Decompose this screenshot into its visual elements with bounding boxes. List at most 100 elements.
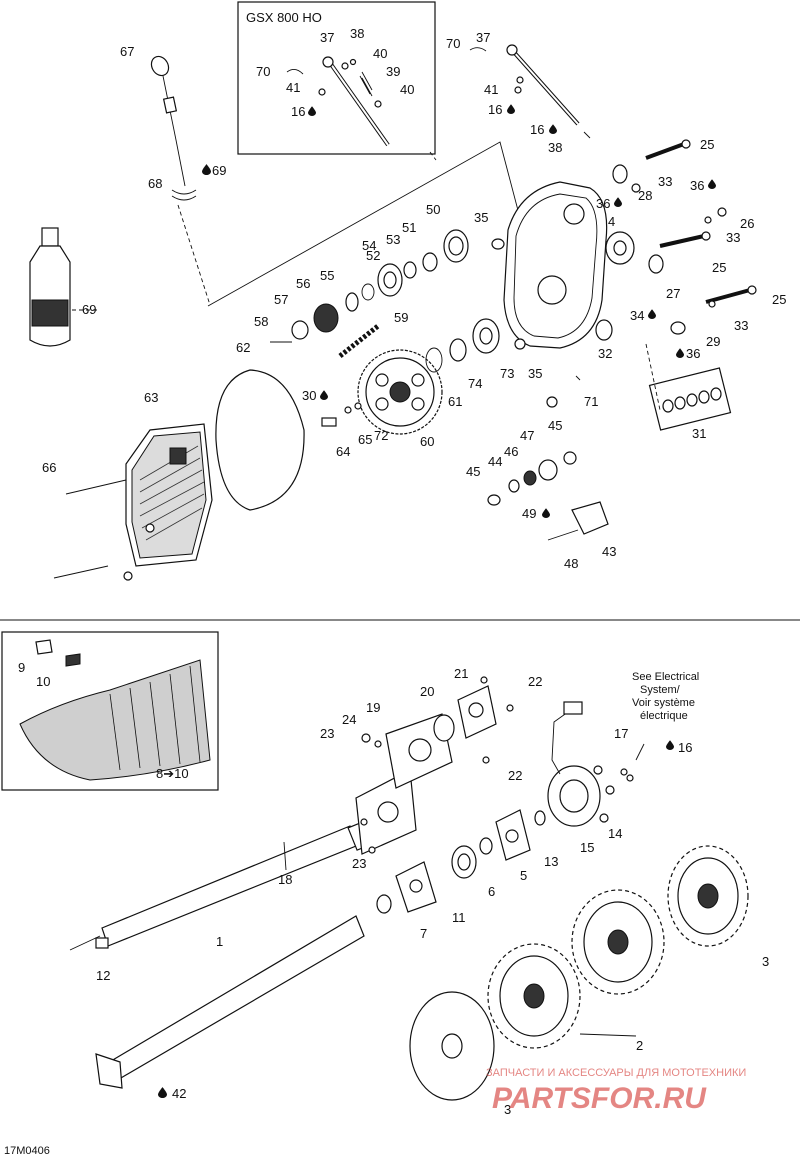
oil-drop-icon	[549, 124, 557, 134]
callout-39: 39	[386, 64, 400, 79]
callout-33: 33	[726, 230, 740, 245]
callout-25: 25	[700, 137, 714, 152]
callout-20: 20	[420, 684, 434, 699]
callout-11: 11	[452, 910, 466, 925]
callout-13: 13	[544, 854, 558, 869]
callout-70: 70	[256, 64, 270, 79]
callout-3: 3	[762, 954, 769, 969]
callout-37: 37	[476, 30, 490, 45]
callout-73: 73	[500, 366, 514, 381]
callout-15: 15	[580, 840, 594, 855]
callout-21: 21	[454, 666, 468, 681]
callout-3: 3	[504, 1102, 511, 1117]
note-electrical: Voir système	[632, 697, 695, 709]
tensioner-assembly: 45 47 46 44 45 49 43 48	[466, 418, 616, 571]
chaincase-housing: 4 32	[503, 164, 664, 361]
callout-53: 53	[386, 232, 400, 247]
lower-bearings: 7 11 6 5 13	[376, 809, 558, 941]
callout-70: 70	[446, 36, 460, 51]
callout-60: 60	[420, 434, 434, 449]
callout-67: 67	[120, 44, 134, 59]
callout-59: 59	[394, 310, 408, 325]
callout-4: 4	[608, 214, 615, 229]
oil-drop-icon	[708, 179, 716, 189]
drive-sprocket-middle	[571, 889, 665, 995]
shim-set: 31	[648, 367, 732, 441]
chaincase-cover: 63 66	[42, 390, 213, 581]
callout-33: 33	[734, 318, 748, 333]
callout-32: 32	[598, 346, 612, 361]
callout-23: 23	[320, 726, 334, 741]
callout-2: 2	[636, 1038, 643, 1053]
callout-14: 14	[608, 826, 622, 841]
gear-fasteners: 30 64 65	[302, 388, 372, 459]
drive-sprocket-right: 3	[667, 845, 769, 969]
callout-10: 10	[36, 674, 50, 689]
callout-72: 72	[374, 428, 388, 443]
callout-40: 40	[400, 82, 414, 97]
callout-9: 9	[18, 660, 25, 675]
callout-35: 35	[528, 366, 542, 381]
callout-69: 69	[82, 302, 96, 317]
callout-54: 54	[362, 238, 376, 253]
callout-37: 37	[320, 30, 334, 45]
oil-drop-icon	[676, 348, 684, 358]
note-electrical: See Electrical	[632, 671, 699, 683]
watermark: ЗАПЧАСТИ И АКСЕССУАРЫ ДЛЯ МОТОТЕХНИКИ PA…	[486, 1067, 746, 1115]
inset-track-box: 9 10 8➔10	[1, 631, 219, 791]
callout-63: 63	[144, 390, 158, 405]
callout-16: 16	[488, 102, 502, 117]
callout-45: 45	[548, 418, 562, 433]
callout-16: 16	[678, 740, 692, 755]
callout-48: 48	[564, 556, 578, 571]
callout-33: 33	[658, 174, 672, 189]
bearing-housings: 20 21 22 22 19 24 23 23	[320, 666, 542, 871]
callout-34: 34	[630, 308, 644, 323]
callout-50: 50	[426, 202, 440, 217]
callout-41: 41	[286, 80, 300, 95]
callout-12: 12	[96, 968, 110, 983]
oil-drop-icon	[614, 197, 622, 207]
callout-66: 66	[42, 460, 56, 475]
callout-65: 65	[358, 432, 372, 447]
inset-gsx-box: GSX 800 HO 37 38 40 39 40 70 41 16	[237, 1, 436, 155]
callout-46: 46	[504, 444, 518, 459]
tensioner-rod: 37 70 41 16 16 38	[446, 30, 591, 155]
dipstick-group: 67 68 69	[120, 44, 226, 306]
cover-gasket: 62	[215, 340, 305, 511]
callout-23: 23	[352, 856, 366, 871]
callout-5: 5	[520, 868, 527, 883]
chaincase-bolts: 25 25 25 33 33 33 28 26 27 29 36 36 34 3…	[596, 137, 786, 411]
speed-sensor-housing: 17 14 15 16 See Electrical System/ Voir …	[547, 671, 699, 855]
callout-7: 7	[420, 926, 427, 941]
oil-drop-icon	[308, 106, 316, 116]
callout-16: 16	[291, 104, 305, 119]
callout-18: 18	[278, 872, 292, 887]
oil-drop-icon	[158, 1087, 167, 1098]
callout-62: 62	[236, 340, 250, 355]
callout-1: 1	[216, 934, 223, 949]
note-electrical: électrique	[640, 710, 688, 722]
watermark-tagline: ЗАПЧАСТИ И АКСЕССУАРЫ ДЛЯ МОТОТЕХНИКИ	[486, 1067, 746, 1079]
callout-40: 40	[373, 46, 387, 61]
callout-17: 17	[614, 726, 628, 741]
driveshaft-18: 12 18	[69, 820, 375, 983]
callout-57: 57	[274, 292, 288, 307]
callout-41: 41	[484, 82, 498, 97]
callout-24: 24	[342, 712, 356, 727]
oil-drop-icon	[666, 740, 674, 750]
callout-22: 22	[508, 768, 522, 783]
oil-drop-icon	[202, 164, 211, 175]
callout-25: 25	[712, 260, 726, 275]
callout-38: 38	[350, 26, 364, 41]
callout-45: 45	[466, 464, 480, 479]
driveshaft-1: 1 42	[95, 915, 365, 1101]
figure-code: 17M0406	[4, 1145, 50, 1157]
callout-69: 69	[212, 163, 226, 178]
output-bearings: 61 74 73 35 71 72	[374, 318, 598, 443]
oil-drop-icon	[648, 309, 656, 319]
drive-sprocket-left: 2	[487, 943, 643, 1053]
callout-30: 30	[302, 388, 316, 403]
callout-49: 49	[522, 506, 536, 521]
callout-51: 51	[402, 220, 416, 235]
